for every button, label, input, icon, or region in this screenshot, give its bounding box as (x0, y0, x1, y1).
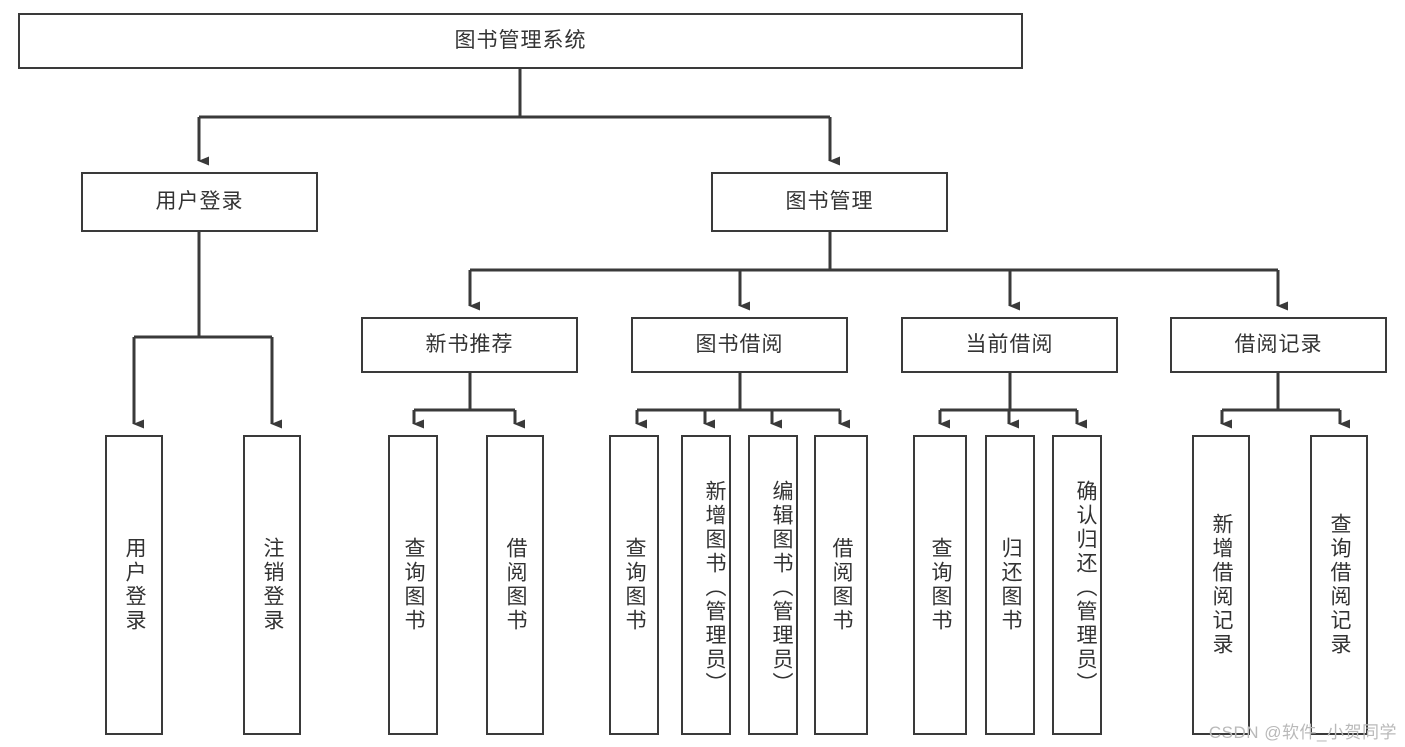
node-leaf-logout-label: 注销登录 (261, 537, 284, 633)
node-book-borrow[interactable]: 图书借阅 (631, 317, 848, 373)
node-user-login[interactable]: 用户登录 (81, 172, 318, 232)
node-book-manage[interactable]: 图书管理 (711, 172, 948, 232)
node-leaf-borrow-book-1[interactable]: 借阅图书 (486, 435, 544, 735)
node-root[interactable]: 图书管理系统 (18, 13, 1023, 69)
node-leaf-query-book-2[interactable]: 查询图书 (609, 435, 659, 735)
node-new-book-recommend[interactable]: 新书推荐 (361, 317, 578, 373)
node-new-book-recommend-label: 新书推荐 (425, 333, 514, 357)
node-leaf-add-book-label: 新增图书（管理员） (703, 480, 726, 696)
node-leaf-edit-book-label: 编辑图书（管理员） (770, 480, 793, 696)
node-leaf-confirm-return-label: 确认归还（管理员） (1074, 480, 1097, 696)
node-leaf-return-book[interactable]: 归还图书 (985, 435, 1035, 735)
node-root-label: 图书管理系统 (454, 29, 587, 53)
node-book-manage-label: 图书管理 (785, 190, 874, 214)
node-leaf-confirm-return[interactable]: 确认归还（管理员） (1052, 435, 1102, 735)
node-leaf-query-book-1-label: 查询图书 (402, 537, 425, 633)
node-leaf-user-login-label: 用户登录 (123, 537, 146, 633)
node-leaf-borrow-book-2[interactable]: 借阅图书 (814, 435, 868, 735)
node-leaf-user-login[interactable]: 用户登录 (105, 435, 163, 735)
node-leaf-query-record-label: 查询借阅记录 (1328, 513, 1351, 657)
csdn-watermark: CSDN @软件_小贺同学 (1208, 723, 1397, 742)
node-borrow-record[interactable]: 借阅记录 (1170, 317, 1387, 373)
node-leaf-logout[interactable]: 注销登录 (243, 435, 301, 735)
node-current-borrow[interactable]: 当前借阅 (901, 317, 1118, 373)
node-current-borrow-label: 当前借阅 (965, 333, 1054, 357)
node-leaf-edit-book[interactable]: 编辑图书（管理员） (748, 435, 798, 735)
node-leaf-borrow-book-2-label: 借阅图书 (830, 537, 853, 633)
node-leaf-add-record-label: 新增借阅记录 (1210, 513, 1233, 657)
node-leaf-query-book-1[interactable]: 查询图书 (388, 435, 438, 735)
node-leaf-add-book[interactable]: 新增图书（管理员） (681, 435, 731, 735)
node-leaf-query-book-3[interactable]: 查询图书 (913, 435, 967, 735)
node-book-borrow-label: 图书借阅 (695, 333, 784, 357)
node-borrow-record-label: 借阅记录 (1234, 333, 1323, 357)
node-leaf-query-book-3-label: 查询图书 (929, 537, 952, 633)
node-leaf-query-book-2-label: 查询图书 (623, 537, 646, 633)
node-leaf-add-record[interactable]: 新增借阅记录 (1192, 435, 1250, 735)
node-leaf-query-record[interactable]: 查询借阅记录 (1310, 435, 1368, 735)
node-leaf-return-book-label: 归还图书 (999, 537, 1022, 633)
node-user-login-label: 用户登录 (155, 190, 244, 214)
node-leaf-borrow-book-1-label: 借阅图书 (504, 537, 527, 633)
